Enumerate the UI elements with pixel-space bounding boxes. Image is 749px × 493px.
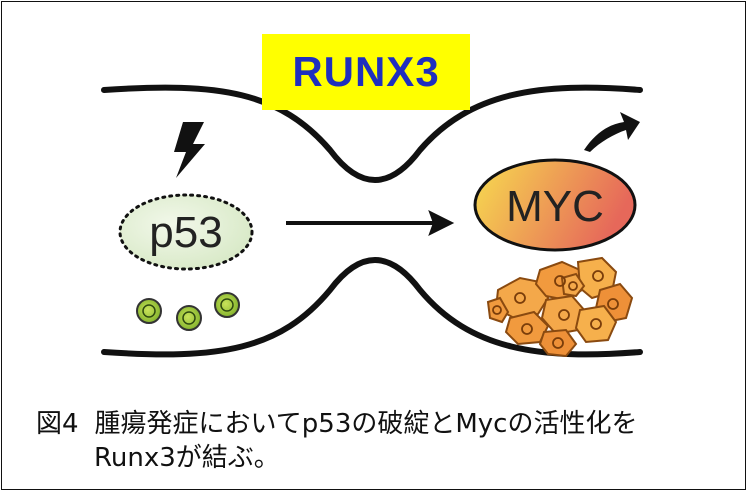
normal-cell-nucleus bbox=[220, 298, 234, 312]
p53-node bbox=[118, 193, 254, 271]
normal-cell bbox=[214, 292, 240, 318]
tumor-cell-cluster bbox=[486, 256, 634, 358]
caption-line1: 腫瘍発症においてp53の破綻とMycの活性化を bbox=[94, 409, 638, 439]
lightning-bolt-icon bbox=[174, 122, 205, 178]
title-box: RUNX3 bbox=[262, 34, 470, 110]
normal-cell-nucleus bbox=[142, 304, 156, 318]
figure-number: 図4 bbox=[36, 409, 79, 439]
normal-cell-nucleus bbox=[182, 311, 196, 325]
caption-line2: Runx3が結ぶ。 bbox=[94, 443, 280, 473]
normal-cells bbox=[136, 292, 240, 331]
upregulation-arrow-icon bbox=[584, 112, 640, 152]
activation-arrow-head bbox=[428, 209, 455, 237]
lower-boundary-curve bbox=[101, 257, 643, 358]
normal-cell bbox=[136, 298, 162, 324]
title: RUNX3 bbox=[292, 48, 440, 95]
myc-node bbox=[473, 158, 637, 252]
tumor-cell-nuclei bbox=[492, 270, 619, 349]
runx3-diagram: p53 MYC bbox=[101, 84, 643, 358]
normal-cell bbox=[176, 305, 202, 331]
figure-caption: 図4 腫瘍発症においてp53の破綻とMycの活性化を Runx3が結ぶ。 bbox=[36, 407, 736, 475]
upper-boundary-curve bbox=[101, 84, 643, 183]
myc-label: MYC bbox=[506, 182, 604, 231]
p53-label: p53 bbox=[149, 208, 222, 257]
